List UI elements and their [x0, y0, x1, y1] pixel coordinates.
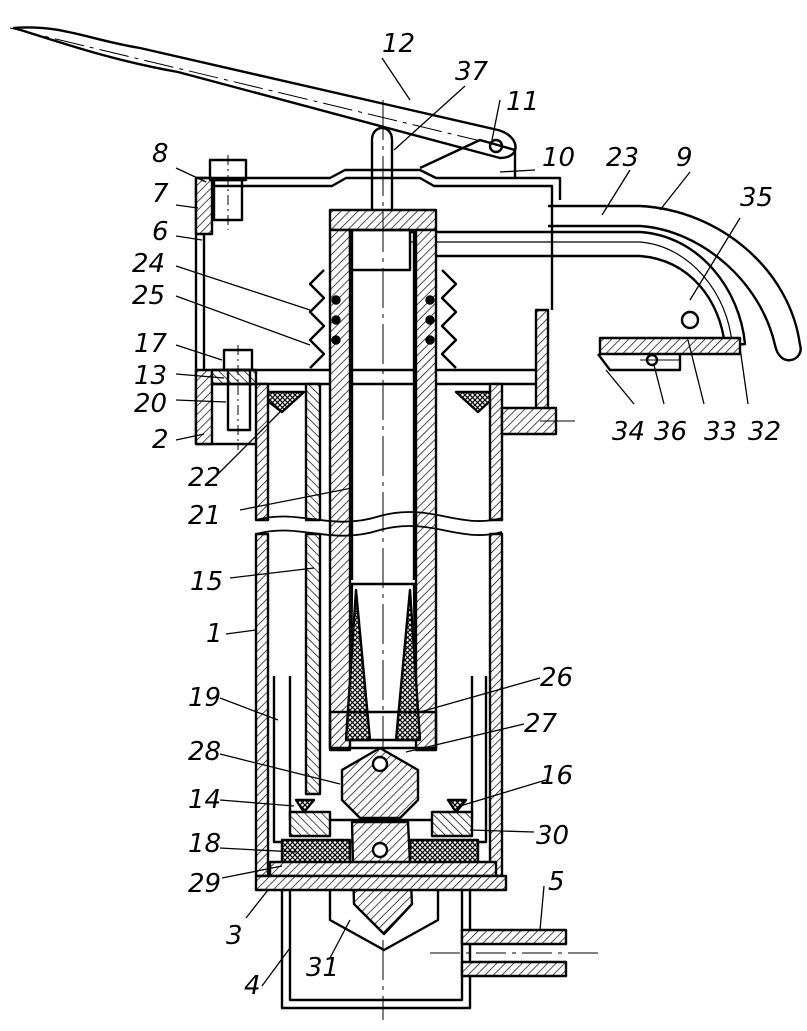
label-26: 26	[540, 663, 573, 693]
base-cap	[254, 874, 508, 952]
label-25: 25	[132, 281, 165, 311]
label-5: 5	[548, 867, 565, 897]
label-20: 20	[134, 389, 167, 419]
label-24: 24	[132, 249, 165, 279]
central-stem	[328, 100, 438, 1020]
label-19: 19	[188, 683, 221, 713]
label-16: 16	[540, 761, 573, 791]
label-14: 14	[188, 785, 221, 815]
label-17: 17	[134, 329, 168, 359]
leader-lines	[175, 57, 749, 987]
outer-body	[254, 382, 575, 878]
upper-seal	[254, 390, 502, 414]
label-3: 3	[226, 921, 243, 951]
valve-body	[288, 746, 474, 838]
bottom-chamber	[280, 890, 600, 1010]
label-7: 7	[152, 179, 169, 209]
label-18: 18	[188, 829, 221, 859]
label-29: 29	[188, 869, 221, 899]
label-13: 13	[134, 361, 167, 391]
callout-labels: 12 37 11 10 23 9 35 8 7 6 24 25 17 13 20…	[132, 29, 781, 1001]
handle-lever	[9, 26, 517, 160]
label-9: 9	[676, 143, 693, 173]
label-30: 30	[536, 821, 569, 851]
label-28: 28	[188, 737, 221, 767]
label-36: 36	[654, 417, 687, 447]
label-37: 37	[455, 57, 489, 87]
label-23: 23	[606, 143, 639, 173]
label-31: 31	[306, 953, 339, 983]
label-15: 15	[190, 567, 223, 597]
label-35: 35	[740, 183, 773, 213]
label-8: 8	[152, 139, 169, 169]
label-12: 12	[382, 29, 415, 59]
bellows	[308, 269, 458, 369]
label-27: 27	[524, 709, 558, 739]
label-11: 11	[506, 87, 539, 117]
label-2: 2	[152, 425, 169, 455]
label-1: 1	[206, 619, 223, 649]
label-34: 34	[612, 417, 645, 447]
label-10: 10	[542, 143, 575, 173]
label-32: 32	[748, 417, 781, 447]
label-22: 22	[188, 463, 221, 493]
label-33: 33	[704, 417, 737, 447]
nozzle-insert	[328, 582, 438, 750]
label-4: 4	[244, 971, 261, 1001]
label-6: 6	[152, 217, 169, 247]
label-21: 21	[188, 501, 221, 531]
spout	[410, 204, 802, 372]
